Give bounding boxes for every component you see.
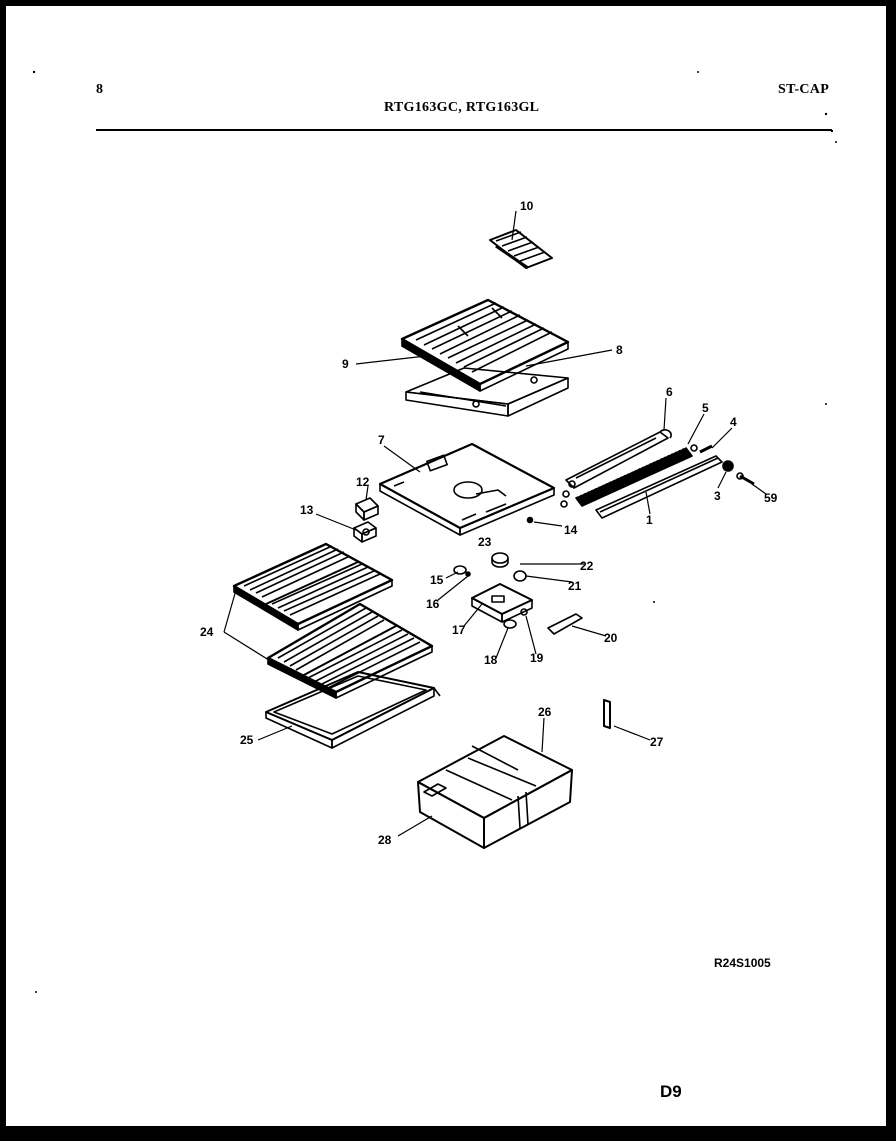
part-20-switch bbox=[547, 613, 583, 635]
part-19-screw bbox=[520, 608, 528, 616]
part-24-shelf-lower bbox=[266, 602, 434, 699]
callout-13: 13 bbox=[300, 503, 314, 517]
callout-14: 14 bbox=[564, 523, 578, 537]
callout-19: 19 bbox=[530, 651, 544, 665]
part-28-crisper bbox=[417, 735, 573, 849]
callout-9: 9 bbox=[342, 357, 349, 371]
model-numbers: RTG163GC, RTG163GL bbox=[384, 100, 540, 115]
callout-24: 24 bbox=[200, 625, 214, 639]
callout-17: 17 bbox=[452, 623, 466, 637]
callout-1: 1 bbox=[646, 513, 653, 527]
callout-7: 7 bbox=[378, 433, 385, 447]
part-13-clip bbox=[353, 521, 377, 543]
callout-23: 23 bbox=[478, 535, 492, 549]
part-27-bracket bbox=[603, 699, 611, 729]
part-12-clip bbox=[355, 497, 379, 521]
callout-59: 59 bbox=[764, 491, 778, 505]
exploded-parts-drawing: 10 9 8 6 5 4 7 3 59 12 1 13 14 23 22 15 … bbox=[32, 70, 837, 993]
scan-specks bbox=[32, 70, 837, 993]
part-9-cover bbox=[400, 298, 570, 392]
part-5-heater bbox=[560, 444, 698, 508]
part-10-grille bbox=[489, 229, 553, 270]
part-14-dot bbox=[526, 516, 534, 524]
callout-26: 26 bbox=[538, 705, 552, 719]
part-21-socket bbox=[513, 570, 527, 582]
part-3-nut bbox=[722, 460, 734, 472]
part-8-tray bbox=[405, 367, 569, 417]
callout-labels: 10 9 8 6 5 4 7 3 59 12 1 13 14 23 22 15 … bbox=[200, 199, 778, 847]
leader-lines bbox=[223, 210, 767, 837]
part-1-rail bbox=[595, 455, 723, 519]
callout-18: 18 bbox=[484, 653, 498, 667]
diagram-code: D9 bbox=[660, 1082, 682, 1101]
callout-5: 5 bbox=[702, 401, 709, 415]
callout-20: 20 bbox=[604, 631, 618, 645]
part-25-frame bbox=[265, 671, 441, 749]
callout-12: 12 bbox=[356, 475, 370, 489]
callout-16: 16 bbox=[426, 597, 440, 611]
part-59-screw bbox=[736, 472, 755, 486]
callout-4: 4 bbox=[730, 415, 737, 429]
callout-15: 15 bbox=[430, 573, 444, 587]
diagram-sheet: 8 RTG163GC, RTG163GL ST-CAP bbox=[6, 6, 886, 1126]
callout-8: 8 bbox=[616, 343, 623, 357]
callout-6: 6 bbox=[666, 385, 673, 399]
callout-25: 25 bbox=[240, 733, 254, 747]
callout-3: 3 bbox=[714, 489, 721, 503]
callout-22: 22 bbox=[580, 559, 594, 573]
part-23-cap bbox=[491, 552, 509, 568]
callout-27: 27 bbox=[650, 735, 664, 749]
page-number: 8 bbox=[96, 82, 104, 97]
callout-21: 21 bbox=[568, 579, 582, 593]
section-code: ST-CAP bbox=[778, 82, 830, 97]
part-24-shelf-upper bbox=[232, 542, 394, 631]
callout-10: 10 bbox=[520, 199, 534, 213]
part-4-screw bbox=[699, 444, 713, 454]
drawing-code: R24S1005 bbox=[714, 956, 771, 970]
part-17-housing bbox=[471, 583, 533, 623]
part-18-washer bbox=[503, 619, 517, 629]
part-7-panel bbox=[378, 442, 556, 536]
part-6-rail bbox=[565, 429, 672, 489]
part-15-bulb bbox=[453, 565, 471, 577]
callout-28: 28 bbox=[378, 833, 392, 847]
